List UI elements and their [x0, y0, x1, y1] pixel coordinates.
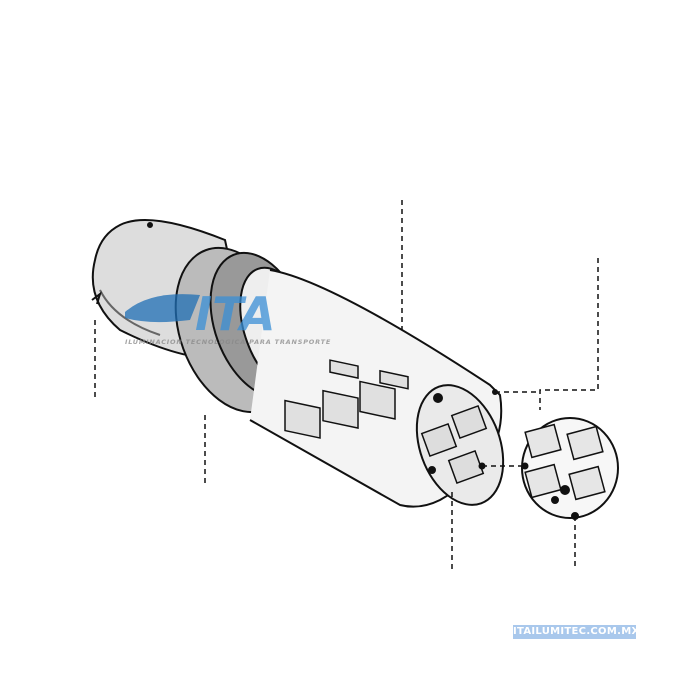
led-body: [249, 269, 505, 508]
website-badge: ITAILUMITEC.COM.MX: [513, 625, 640, 639]
watermark-logo: ITA ILUMINACION TECNOLOGICA PARA TRANSPO…: [125, 287, 331, 346]
led-disk-detail: [521, 417, 619, 520]
svg-text:ILUMINACION TECNOLOGICA PARA T: ILUMINACION TECNOLOGICA PARA TRANSPORTE: [125, 338, 331, 346]
svg-text:ITA: ITA: [195, 287, 276, 341]
leader-lines: [94, 200, 599, 570]
